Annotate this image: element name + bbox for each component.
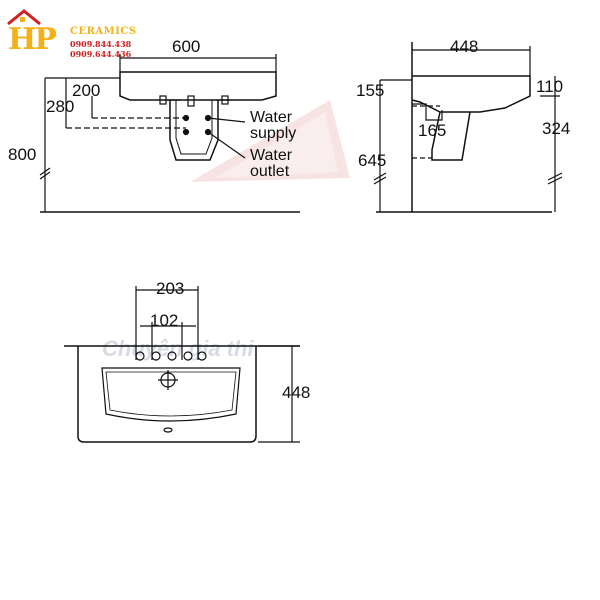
top-view	[64, 286, 300, 443]
watermark-text: Chuyên gia thi	[102, 336, 254, 361]
water-outlet-label-1: Water	[250, 147, 293, 164]
water-supply-label-2: supply	[250, 125, 296, 142]
side-view	[373, 42, 563, 213]
top-d203-label: 203	[156, 279, 184, 298]
side-d155-label: 155	[356, 81, 384, 100]
side-d645-label: 645	[358, 151, 386, 170]
logo-mark: HP	[8, 22, 57, 57]
front-d800-label: 800	[8, 145, 36, 164]
water-outlet-label-2: outlet	[250, 163, 290, 180]
logo-phone-1: 0909.844.438	[70, 39, 132, 49]
front-d200-label: 200	[72, 81, 100, 100]
top-depth-label: 448	[282, 383, 310, 402]
side-d110-label: 110	[536, 77, 563, 96]
side-d165-label: 165	[418, 121, 446, 140]
brand-logo: HP CERAMICS 0909.844.438 0909.644.436	[6, 8, 137, 59]
logo-brand: CERAMICS	[70, 26, 137, 37]
watermark-graphic	[190, 100, 350, 182]
water-supply-label-1: Water	[250, 109, 293, 126]
front-width-label: 600	[172, 37, 200, 56]
front-view	[39, 54, 300, 213]
top-d102-label: 102	[150, 311, 178, 330]
side-depth-label: 448	[450, 37, 478, 56]
house-roof-icon	[7, 9, 41, 26]
side-d324-label: 324	[542, 119, 570, 138]
front-d280-label: 280	[46, 97, 74, 116]
logo-phone-2: 0909.644.436	[70, 49, 132, 59]
